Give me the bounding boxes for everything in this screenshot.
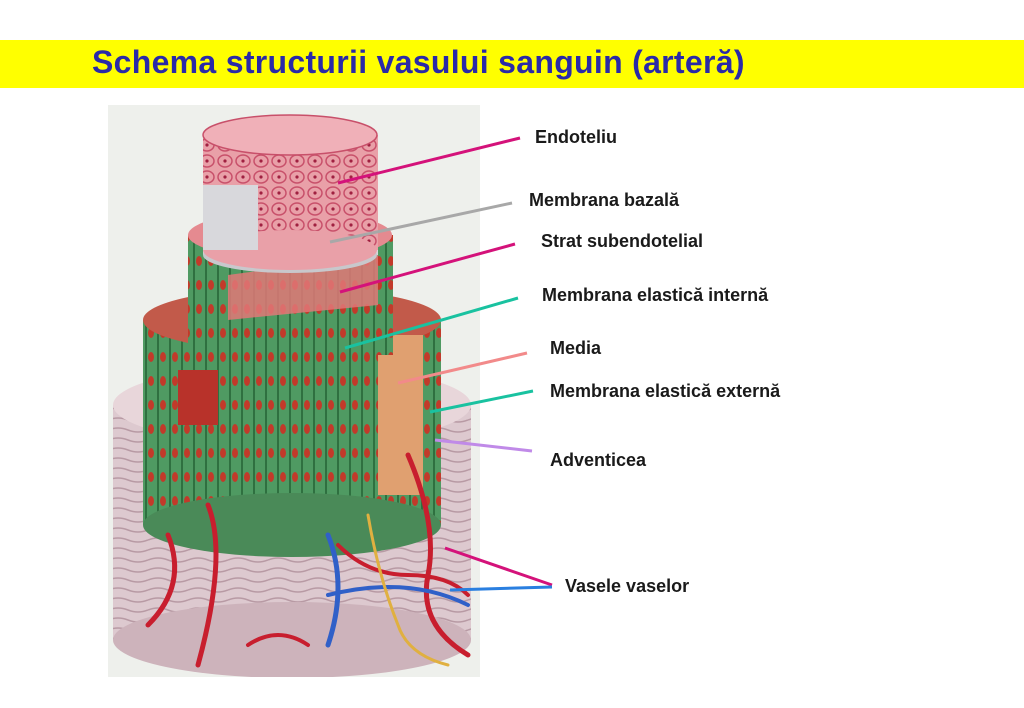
leader-vasele-vein — [450, 587, 552, 590]
label-adventicea: Adventicea — [550, 450, 646, 471]
label-media: Media — [550, 338, 601, 359]
leader-membrana-elastica-interna — [345, 298, 518, 348]
leader-strat-subendotelial — [340, 244, 515, 292]
label-endoteliu: Endoteliu — [535, 127, 617, 148]
leader-vasele-artery — [445, 548, 552, 585]
leader-media — [398, 353, 527, 383]
label-membrana-bazala: Membrana bazală — [529, 190, 679, 211]
leader-endoteliu — [338, 138, 520, 183]
label-membrana-elastica-interna: Membrana elastică internă — [542, 285, 768, 306]
label-strat-subendotelial: Strat subendotelial — [541, 231, 703, 252]
leader-membrana-bazala — [330, 203, 512, 242]
leader-adventicea — [435, 440, 532, 451]
leader-membrana-elastica-externa — [430, 391, 533, 412]
label-vasele-vaselor: Vasele vaselor — [565, 576, 689, 597]
label-membrana-elastica-externa: Membrana elastică externă — [550, 381, 780, 402]
